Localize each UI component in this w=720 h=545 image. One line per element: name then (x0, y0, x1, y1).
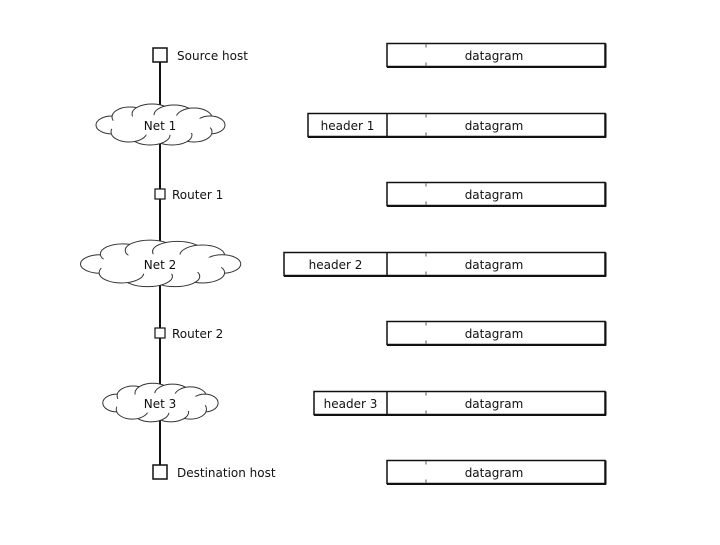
payload-label: datagram (465, 188, 524, 202)
host-icon (152, 47, 168, 63)
router-icon (154, 327, 166, 339)
node-label: Net 2 (144, 258, 177, 272)
node-label: Net 1 (144, 119, 177, 133)
node-label: Source host (177, 49, 248, 63)
network-cloud-icon (95, 103, 226, 146)
network-cloud-icon (102, 382, 219, 423)
payload-label: datagram (465, 119, 524, 133)
header-label: header 3 (324, 397, 378, 411)
router-icon (154, 188, 166, 200)
payload-label: datagram (465, 258, 524, 272)
payload-label: datagram (465, 397, 524, 411)
payload-label: datagram (465, 466, 524, 480)
header-label: header 1 (321, 119, 375, 133)
node-label: Router 2 (172, 327, 223, 341)
node-label: Router 1 (172, 188, 223, 202)
node-label: Destination host (177, 466, 276, 480)
node-label: Net 3 (144, 397, 177, 411)
payload-label: datagram (465, 327, 524, 341)
payload-label: datagram (465, 49, 524, 63)
network-cloud-icon (79, 239, 242, 288)
host-icon (152, 464, 168, 480)
header-label: header 2 (309, 258, 363, 272)
